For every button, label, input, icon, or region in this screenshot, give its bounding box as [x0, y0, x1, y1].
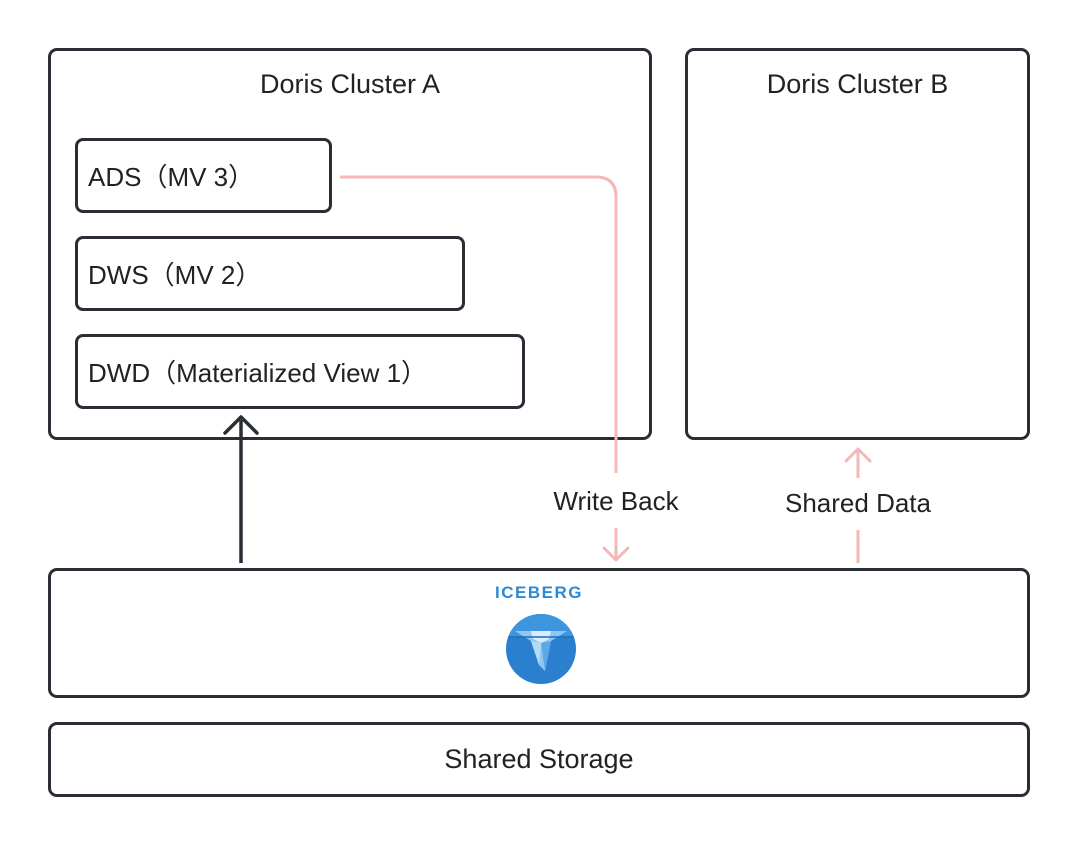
layer-dws: DWS（MV 2）: [75, 236, 465, 311]
iceberg-logo-icon: [506, 614, 576, 684]
layer-ads: ADS（MV 3）: [75, 138, 332, 213]
doris-cluster-b: Doris Cluster B: [685, 48, 1030, 440]
cluster-a-title: Doris Cluster A: [259, 69, 441, 99]
shared-storage-label: Shared Storage: [444, 744, 634, 774]
cluster-b-title: Doris Cluster B: [766, 69, 949, 99]
iceberg-wordmark: ICEBERG: [495, 583, 583, 602]
shared-storage: Shared Storage: [48, 722, 1030, 797]
write-back-label: Write Back: [553, 486, 679, 516]
iceberg-layer: ICEBERG: [48, 568, 1030, 698]
layer-dwd: DWD（Materialized View 1）: [75, 334, 525, 409]
shared-data-label: Shared Data: [785, 488, 931, 518]
